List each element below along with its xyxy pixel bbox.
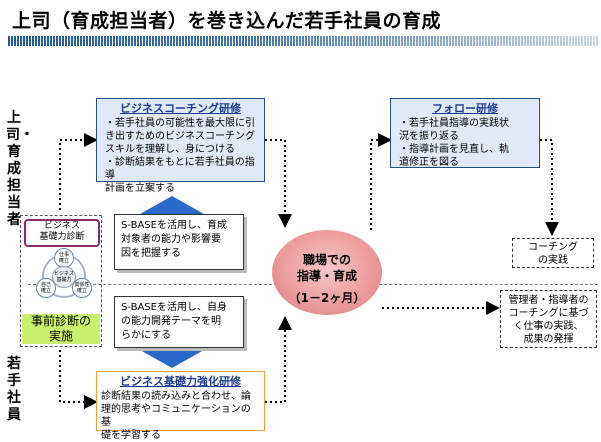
strengthen-line: 礎を学習する xyxy=(101,430,161,441)
arrow-center-to-follow xyxy=(370,133,392,230)
practice-line: コーチング xyxy=(528,242,578,253)
practice-line: の実践 xyxy=(538,255,568,266)
side-label-bottom: 若手社員 xyxy=(7,356,21,423)
note-top-line: 対象者の能力や影響要 xyxy=(121,234,221,245)
triangle-down-icon xyxy=(140,350,204,368)
diagnosis-tag: ビジネス 基礎力診断 xyxy=(24,219,100,247)
diagnosis-frame xyxy=(20,215,102,347)
note-bottom-line: の能力開発テーマを明 xyxy=(121,316,221,327)
coaching-practice-box: コーチング の実践 xyxy=(512,238,594,268)
arrow-follow-to-practice xyxy=(540,139,559,236)
arrow-diagnosis-to-strengthen xyxy=(59,350,98,409)
pre-diagnosis-label: 事前診断の 実施 xyxy=(22,314,100,344)
diagnosis-tag-line: ビジネス xyxy=(43,221,80,231)
note-top-line: 因を把握する xyxy=(121,248,181,259)
title-stripe-fade xyxy=(8,36,598,46)
note-sbase-top: S-BASEを活用し、育成 対象者の能力や影響要 因を把握する xyxy=(114,214,244,270)
manager-line: コーチングに基づ xyxy=(508,308,589,319)
venn-center-label: ビジネス xyxy=(53,271,74,277)
follow-training-box: フォロー研修 ・若手社員指導の実践状 況を振り返る ・指導計画を見直し、軌 道修… xyxy=(390,98,540,168)
diagnosis-venn: 仕事 確立 自己 確立 関係性 確立 ビジネス 基礎力 xyxy=(32,248,96,304)
center-line: 指導・育成 xyxy=(296,269,357,283)
strengthen-line: 理的思考やコミュニケーションの基 xyxy=(101,404,251,428)
coaching-training-header: ビジネスコーチング研修 xyxy=(120,102,241,115)
center-workplace-ellipse: 職場での 指導・育成 （1－2ヶ月） xyxy=(272,230,382,315)
pre-diagnosis-line: 実施 xyxy=(48,329,73,343)
venn-circle-center: ビジネス 基礎力 xyxy=(52,266,76,288)
follow-line: ・指導計画を見直し、軌 xyxy=(399,144,509,155)
center-duration: （1－2ヶ月） xyxy=(288,291,366,305)
venn-left-label: 自己 xyxy=(40,282,51,288)
note-bottom-line: らかにする xyxy=(121,330,172,341)
coaching-line: ・若手社員の可能性を最大限に引 xyxy=(105,118,255,129)
follow-training-header: フォロー研修 xyxy=(432,102,498,115)
note-sbase-bottom: S-BASEを活用し、自身 の能力開発テーマを明 らかにする xyxy=(114,296,244,348)
note-bottom-line: S-BASEを活用し、自身 xyxy=(121,302,227,313)
arrow-strengthen-to-center xyxy=(265,316,292,403)
coaching-line: 計画を立案する xyxy=(105,183,175,194)
manager-line: 管理者・指導者の xyxy=(508,295,589,306)
follow-line: 道修正を図る xyxy=(399,157,459,168)
coaching-line: ・診断結果をもとに若手社員の指導 xyxy=(105,157,255,181)
coaching-line: スキルを理解し、身につける xyxy=(105,144,235,155)
arrow-coaching-to-center xyxy=(265,139,292,228)
venn-right-label: 確立 xyxy=(76,288,87,294)
venn-circle-top: 仕事 確立 xyxy=(54,248,74,268)
manager-note-box: 管理者・指導者の コーチングに基づ く仕事の実践、 成果の発揮 xyxy=(500,290,597,348)
coaching-line: き出すためのビジネスコーチング xyxy=(105,131,255,142)
page-title: 上司（育成担当者）を巻き込んだ若手社員の育成 xyxy=(12,10,442,32)
strengthen-line: 診断結果の読み込みと合わせ、論 xyxy=(101,391,251,402)
strengthen-training-box: ビジネス基礎力強化研修 診断結果の読み込みと合わせ、論 理的思考やコミュニケーシ… xyxy=(96,371,265,441)
venn-center-label: 基礎力 xyxy=(56,277,72,283)
center-line: 職場での xyxy=(302,253,351,267)
triangle-up-icon xyxy=(140,196,204,214)
follow-line: 況を振り返る xyxy=(399,131,459,142)
venn-circle-left: 自己 確立 xyxy=(36,278,56,298)
arrow-diagnosis-to-coaching xyxy=(59,133,98,210)
coaching-training-box: ビジネスコーチング研修 ・若手社員の可能性を最大限に引 き出すためのビジネスコー… xyxy=(96,98,265,194)
venn-top-label: 確立 xyxy=(58,258,69,264)
note-top-line: S-BASEを活用し、育成 xyxy=(121,220,227,231)
venn-top-label: 仕事 xyxy=(58,252,69,258)
pre-diagnosis-line: 事前診断の xyxy=(30,314,91,328)
venn-left-label: 確立 xyxy=(40,288,51,294)
venn-circle-right: 関係性 確立 xyxy=(72,278,92,298)
manager-line: く仕事の実践、 xyxy=(513,321,584,332)
diagnosis-tag-line: 基礎力診断 xyxy=(39,232,85,242)
follow-line: ・若手社員指導の実践状 xyxy=(399,118,509,129)
venn-right-label: 関係性 xyxy=(74,282,90,288)
manager-line: 成果の発揮 xyxy=(523,334,574,345)
strengthen-training-header: ビジネス基礎力強化研修 xyxy=(120,375,241,388)
